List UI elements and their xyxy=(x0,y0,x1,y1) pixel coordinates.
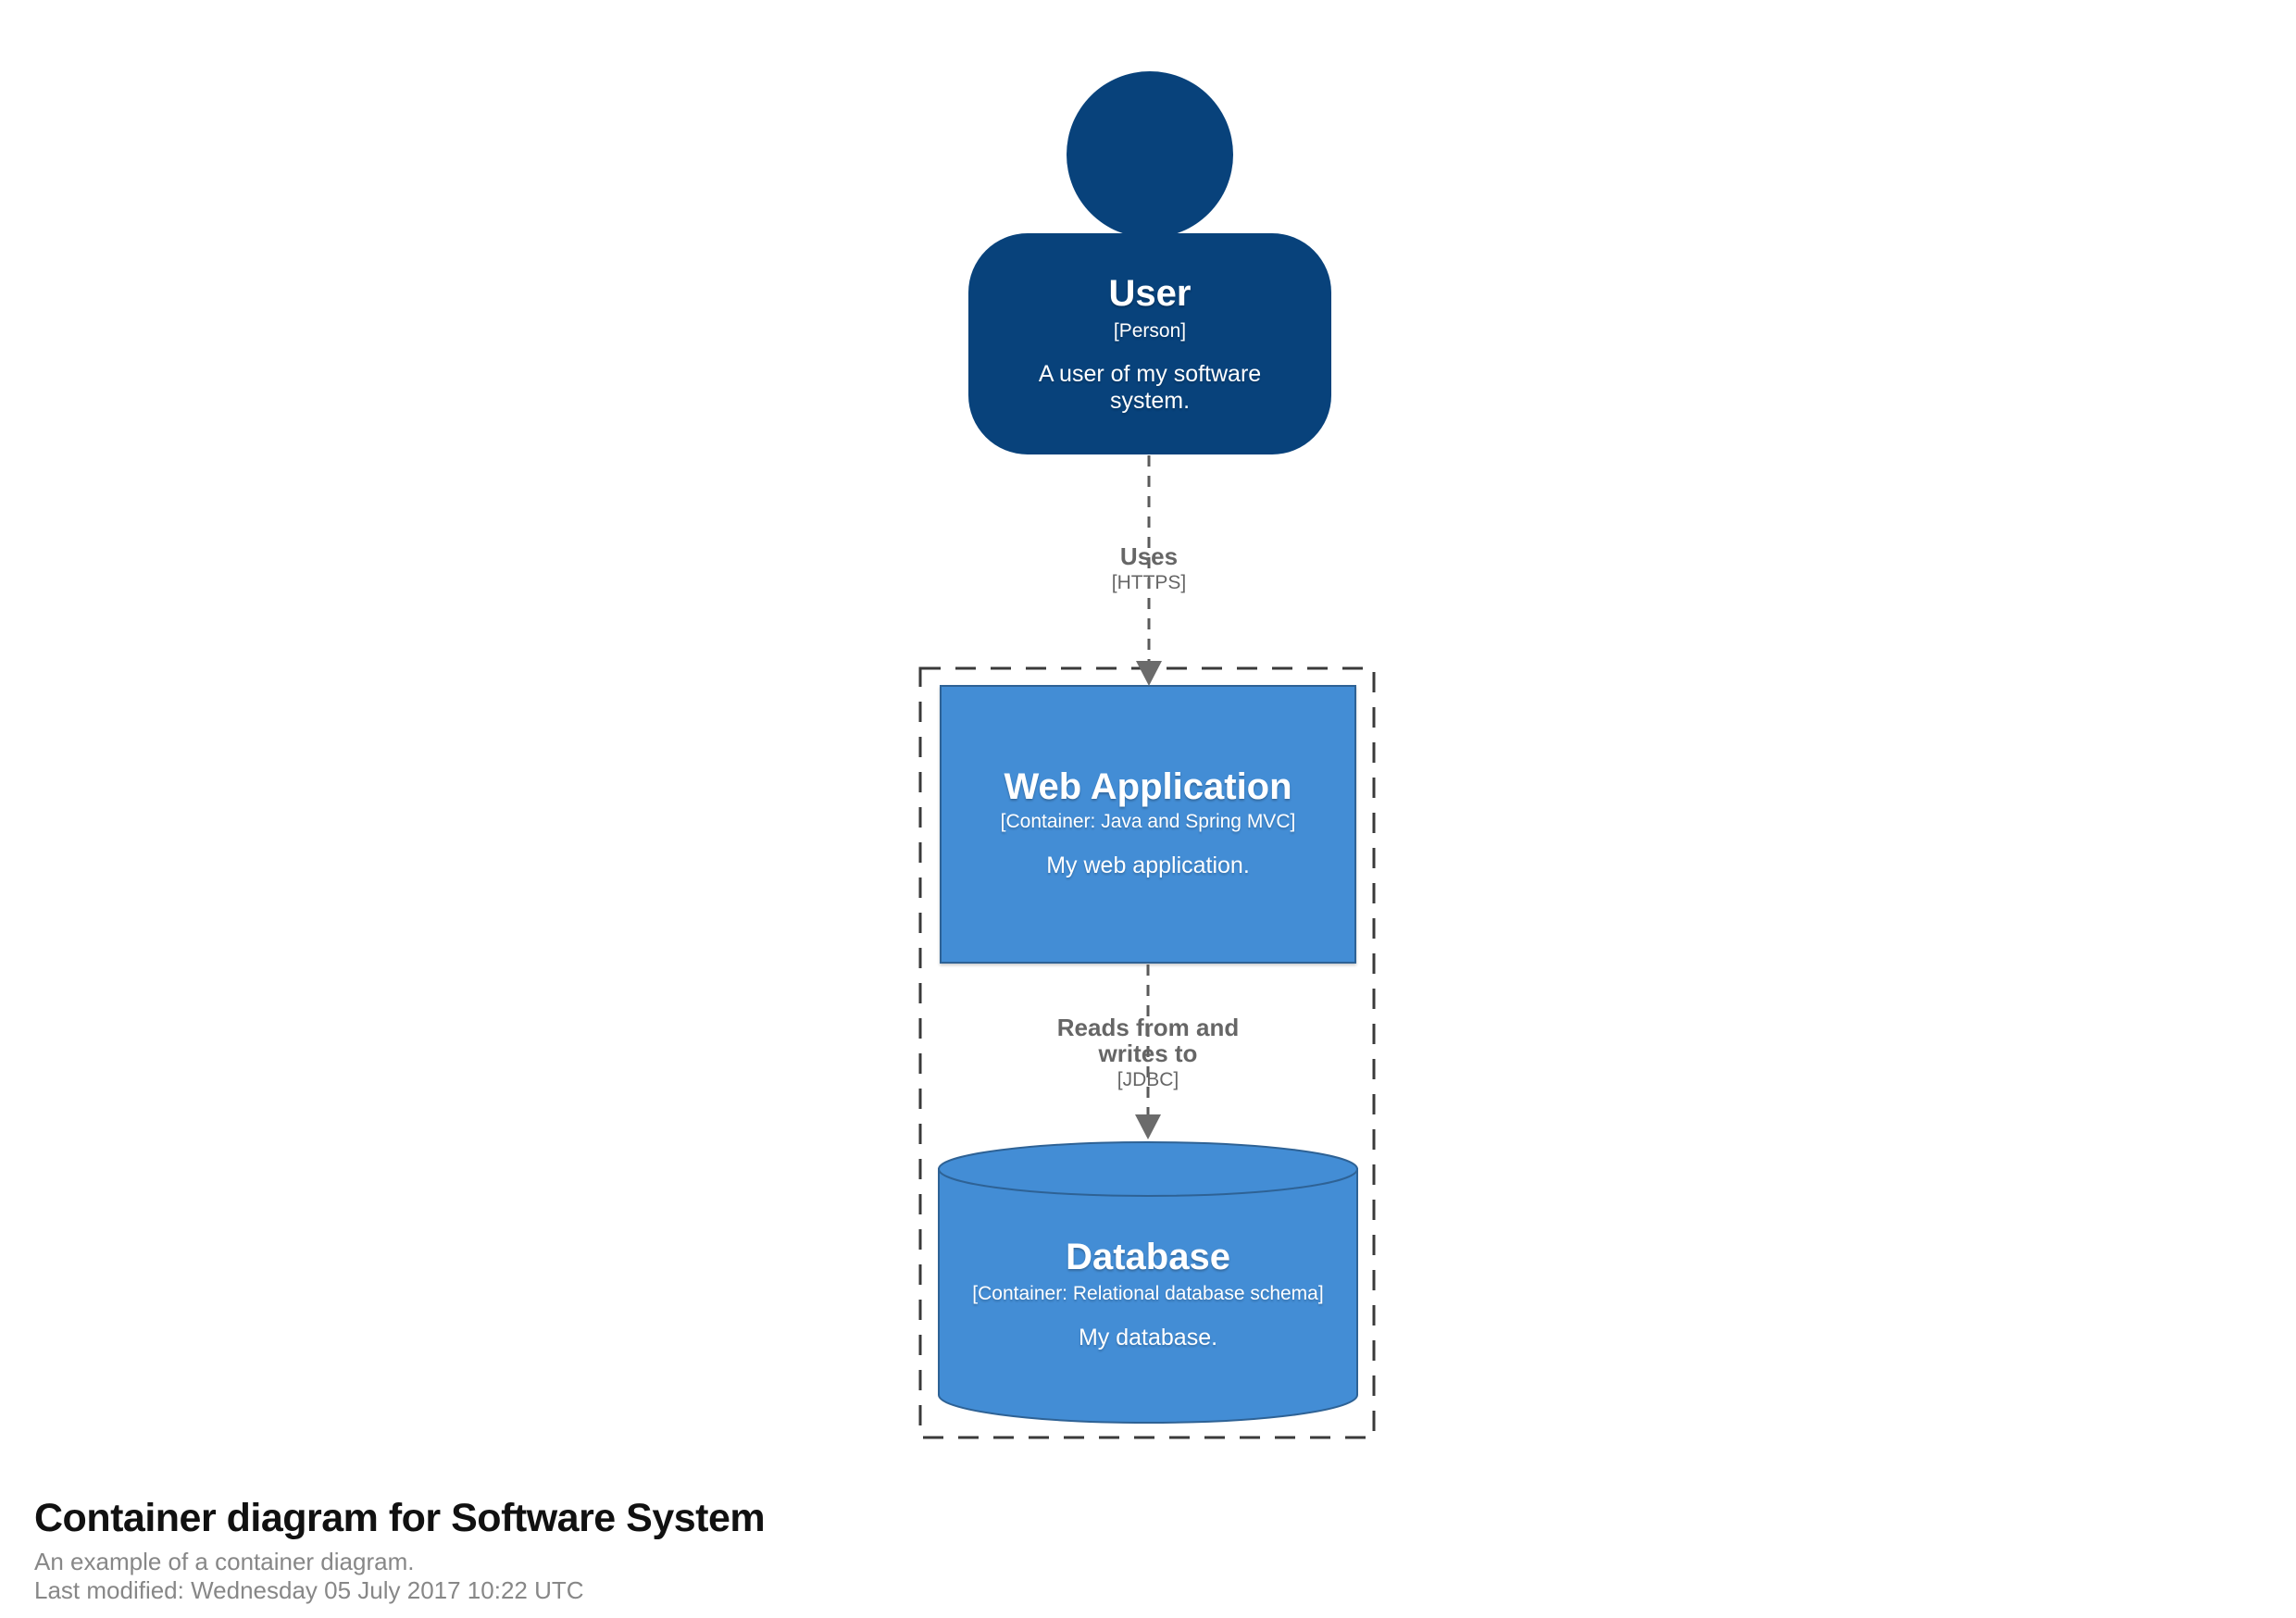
web-application-meta: [Container: Java and Spring MVC] xyxy=(1000,811,1296,832)
database-name: Database xyxy=(1066,1237,1230,1277)
container-web-application: Web Application [Container: Java and Spr… xyxy=(940,685,1356,964)
relationship-jdbc-name: Reads from and writes to xyxy=(1056,1014,1240,1067)
web-application-name: Web Application xyxy=(1004,766,1292,807)
person-meta: [Person] xyxy=(1113,320,1187,342)
relationship-jdbc-label: Reads from and writes to [JDBC] xyxy=(1042,1014,1254,1091)
relationship-jdbc-technology: [JDBC] xyxy=(1117,1069,1179,1090)
container-database: Database [Container: Relational database… xyxy=(938,1141,1358,1423)
person-name: User xyxy=(1108,273,1192,314)
diagram-title: Container diagram for Software System xyxy=(34,1496,766,1540)
diagram-subtitle: An example of a container diagram. xyxy=(34,1548,415,1575)
diagram-footer: Container diagram for Software System An… xyxy=(34,1496,766,1605)
person-user-shape xyxy=(968,233,1331,454)
relationship-uses-label: Uses [HTTPS] xyxy=(1112,542,1187,594)
database-meta: [Container: Relational database schema] xyxy=(972,1283,1324,1304)
web-application-description: My web application. xyxy=(1046,853,1250,878)
database-description: My database. xyxy=(1078,1325,1218,1350)
person-head-icon xyxy=(1067,71,1233,238)
relationship-uses-name: Uses xyxy=(1119,542,1179,570)
person-user: User [Person] A user of my software syst… xyxy=(968,233,1331,454)
diagram-last-modified: Last modified: Wednesday 05 July 2017 10… xyxy=(34,1576,584,1604)
relationship-uses-technology: [HTTPS] xyxy=(1111,572,1187,593)
person-description: A user of my software system. xyxy=(1038,361,1262,414)
